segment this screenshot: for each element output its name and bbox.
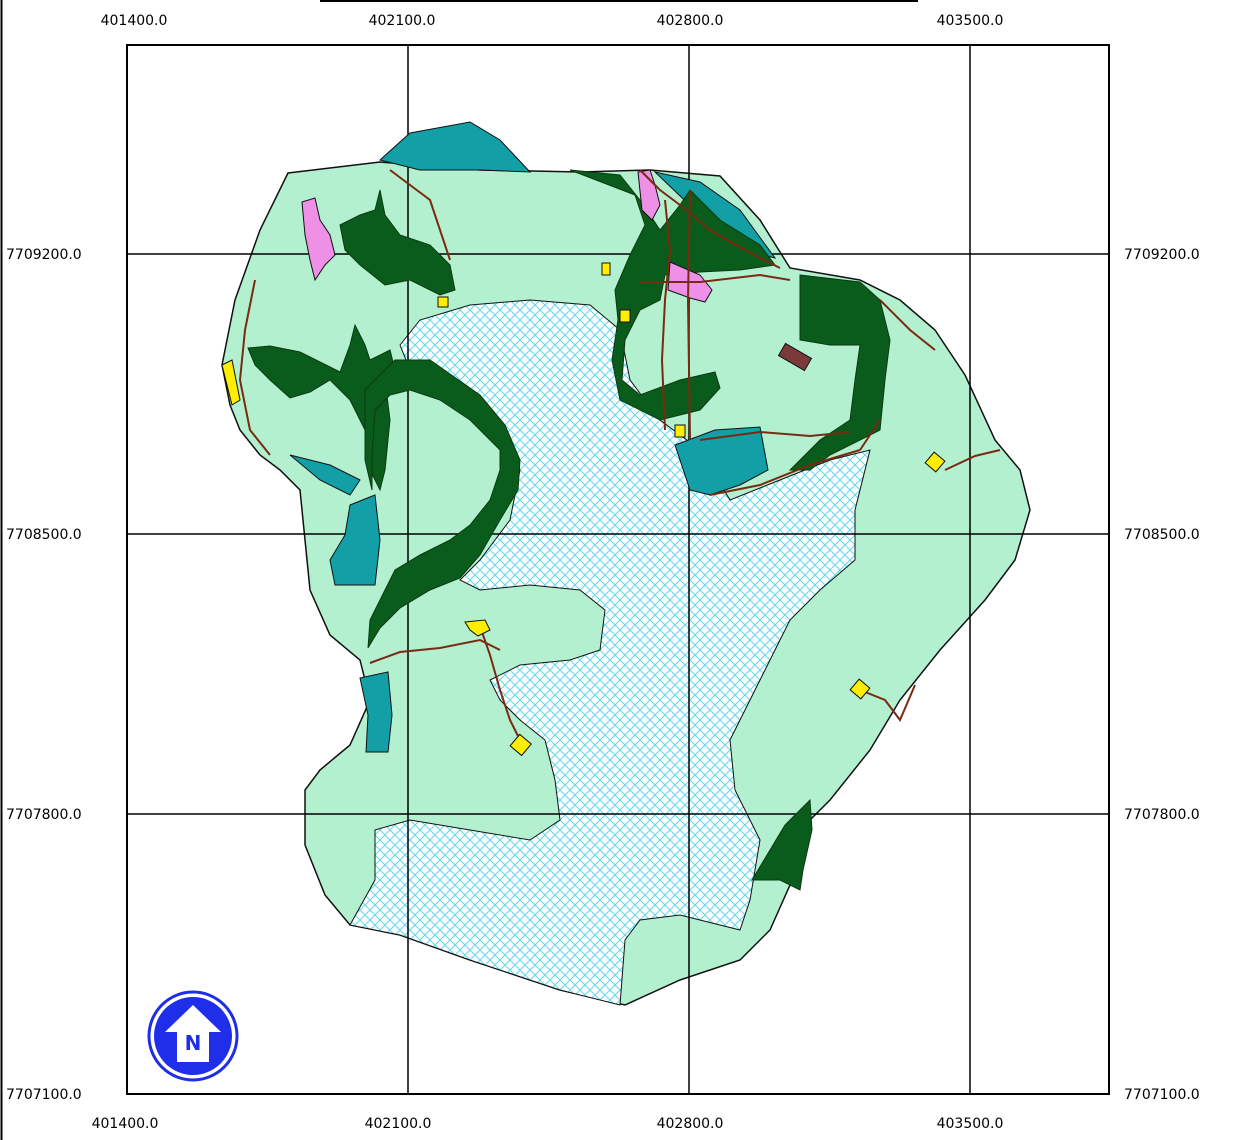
svg-text:7707800.0: 7707800.0 xyxy=(6,807,82,823)
svg-text:7709200.0: 7709200.0 xyxy=(6,247,82,263)
svg-text:401400.0: 401400.0 xyxy=(92,1116,159,1132)
roads xyxy=(238,169,1001,741)
svg-text:402100.0: 402100.0 xyxy=(365,1116,432,1132)
svg-text:7707100.0: 7707100.0 xyxy=(1124,1087,1200,1103)
yellow-markers xyxy=(221,262,946,757)
brown-patch xyxy=(777,342,813,372)
svg-text:401400.0: 401400.0 xyxy=(101,13,168,29)
teal-patches xyxy=(289,121,777,753)
svg-text:7709200.0: 7709200.0 xyxy=(1124,247,1200,263)
svg-text:402800.0: 402800.0 xyxy=(657,1116,724,1132)
svg-text:7708500.0: 7708500.0 xyxy=(1124,527,1200,543)
north-arrow-icon: N xyxy=(147,990,239,1082)
x-axis-labels-top: 401400.0 402100.0 402800.0 403500.0 xyxy=(101,13,1004,29)
north-letter: N xyxy=(185,1031,202,1055)
water-area xyxy=(349,299,871,1006)
svg-text:7708500.0: 7708500.0 xyxy=(6,527,82,543)
svg-text:402800.0: 402800.0 xyxy=(657,13,724,29)
x-axis-labels-bottom: 401400.0 402100.0 402800.0 403500.0 xyxy=(92,1116,1004,1132)
forest-patches xyxy=(247,169,891,891)
y-axis-labels-right: 7709200.0 7708500.0 7707800.0 7707100.0 xyxy=(1124,247,1200,1103)
svg-text:402100.0: 402100.0 xyxy=(369,13,436,29)
svg-text:7707800.0: 7707800.0 xyxy=(1124,807,1200,823)
svg-text:403500.0: 403500.0 xyxy=(937,13,1004,29)
y-axis-labels-left: 7709200.0 7708500.0 7707800.0 7707100.0 xyxy=(6,247,82,1103)
svg-text:7707100.0: 7707100.0 xyxy=(6,1087,82,1103)
svg-text:403500.0: 403500.0 xyxy=(937,1116,1004,1132)
